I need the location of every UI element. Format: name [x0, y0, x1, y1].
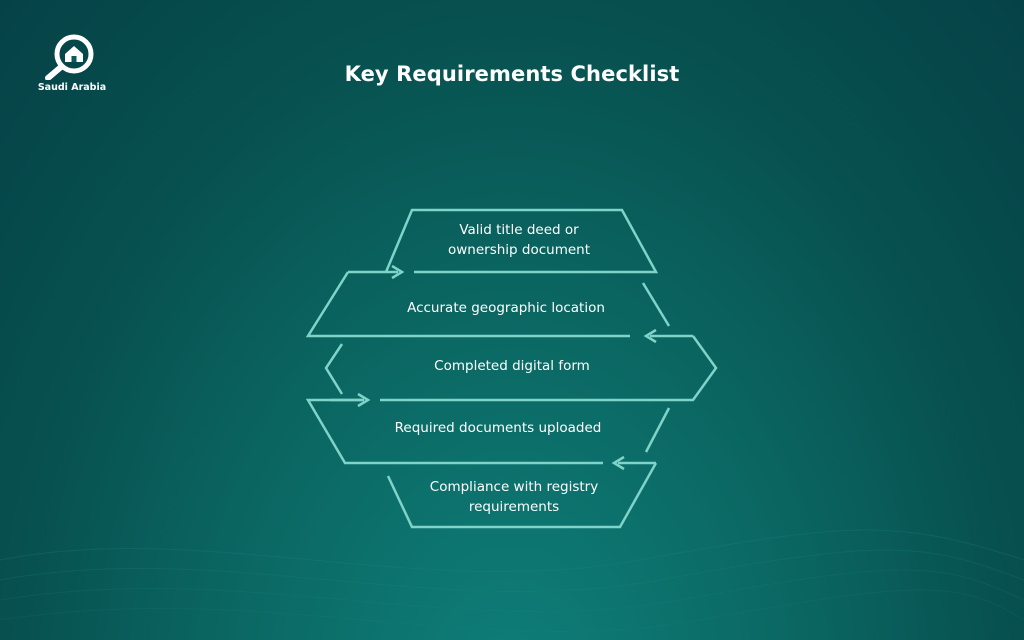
step-2-right-edge [641, 282, 671, 327]
step-4-label: Required documents uploaded [368, 418, 628, 438]
brand-logo: Saudi Arabia [36, 32, 108, 96]
step-4-right-edge [644, 407, 671, 453]
step-4-label-line-1: Required documents uploaded [394, 420, 602, 436]
step-5-outline [386, 462, 658, 529]
step-5-label-line-1: Compliance with registry [429, 479, 599, 495]
step-1-label: Valid title deed or ownership document [419, 220, 619, 260]
page-title: Key Requirements Checklist [344, 62, 680, 86]
step-3-label-line-1: Completed digital form [434, 358, 590, 374]
arrow-4-head [611, 455, 625, 471]
arrow-1-head [391, 264, 405, 280]
step-3-left-edge [324, 343, 344, 395]
step-1-outline [384, 208, 659, 274]
arrow-3-head [357, 392, 371, 408]
brand-caption: Saudi Arabia [37, 82, 107, 93]
step-2-outline [305, 271, 630, 338]
step-2-label-line-1: Accurate geographic location [407, 300, 605, 316]
step-5-label-line-2: requirements [468, 499, 560, 515]
step-1-label-line-1: Valid title deed or [459, 222, 579, 238]
step-3-outline [380, 335, 718, 402]
arrow-2-head [643, 328, 657, 344]
house-magnifier-icon [45, 34, 94, 80]
step-3-label: Completed digital form [396, 356, 628, 376]
step-1-label-line-2: ownership document [447, 242, 591, 258]
step-2-label: Accurate geographic location [376, 298, 636, 318]
step-5-label: Compliance with registry requirements [404, 477, 624, 517]
